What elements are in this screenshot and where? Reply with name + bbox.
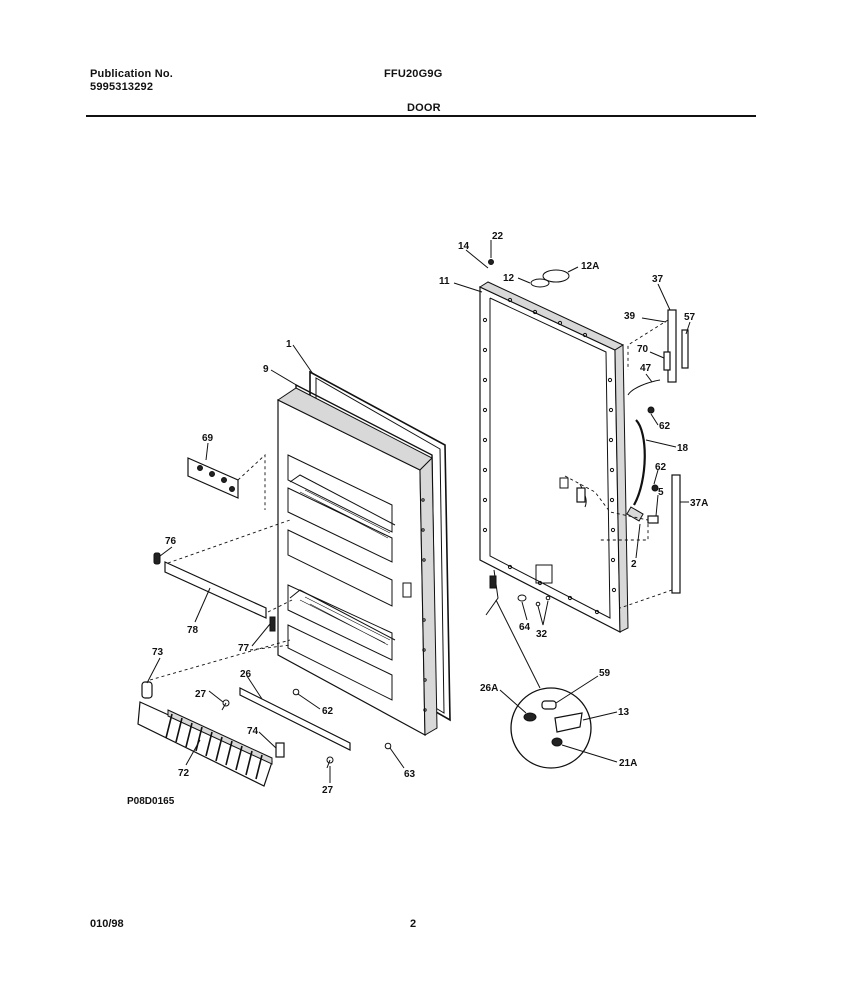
- part-12a-plate: [542, 269, 570, 283]
- callout-12: 12: [503, 273, 515, 284]
- callout-14: 14: [458, 241, 470, 252]
- part-18-handle: [633, 419, 646, 506]
- callout-73: 73: [152, 647, 164, 658]
- callout-39: 39: [624, 311, 636, 322]
- callout-27-a: 27: [195, 689, 207, 700]
- model-number: FFU20G9G: [384, 68, 443, 80]
- callout-70: 70: [637, 344, 649, 355]
- callout-12a: 12A: [581, 261, 599, 272]
- publication-number: 5995313292: [90, 81, 154, 93]
- callout-63: 63: [404, 769, 416, 780]
- part-12-plate: [530, 278, 550, 288]
- callout-32: 32: [536, 629, 548, 640]
- callout-26a: 26A: [480, 683, 498, 694]
- callout-78: 78: [187, 625, 199, 636]
- callout-22: 22: [492, 231, 504, 242]
- callout-1: 1: [286, 339, 292, 350]
- callout-37a: 37A: [690, 498, 708, 509]
- page-number: 2: [410, 918, 417, 930]
- callout-76: 76: [165, 536, 177, 547]
- part-37a-strip: [671, 474, 681, 594]
- door-screw-holes: [482, 297, 617, 615]
- part-5-lock: [626, 506, 644, 522]
- section-title: DOOR: [407, 102, 441, 114]
- footer-date: 010/98: [90, 918, 124, 930]
- part-26-rail: [239, 687, 351, 751]
- callout-62-b: 62: [659, 421, 671, 432]
- callout-26: 26: [240, 669, 252, 680]
- callout-62-c: 62: [655, 462, 667, 473]
- part-76-pin: [153, 552, 161, 565]
- callout-64: 64: [519, 622, 531, 633]
- callout-37: 37: [652, 274, 664, 285]
- callout-labels: 1 9 69 76 78 77 73 26 27 62 74 72 27 63 …: [127, 231, 708, 807]
- callout-47: 47: [640, 363, 652, 374]
- callout-72: 72: [178, 768, 190, 779]
- part-64-washer: [517, 594, 527, 602]
- part-74-clip: [275, 742, 285, 758]
- part-73-hinge: [141, 681, 153, 699]
- part-22-screw: [488, 259, 494, 265]
- callout-59: 59: [599, 668, 611, 679]
- callout-2: 2: [631, 559, 637, 570]
- drawing-id: P08D0165: [127, 796, 175, 807]
- outer-door-panel: [478, 281, 629, 633]
- callout-77: 77: [238, 643, 250, 654]
- part-47-wire: [627, 379, 661, 396]
- callout-18: 18: [677, 443, 689, 454]
- callout-21a: 21A: [619, 758, 637, 769]
- callout-11: 11: [439, 276, 450, 287]
- part-37-hinge: [627, 309, 689, 383]
- leader-lines: [146, 240, 691, 783]
- part-72-grille: [137, 701, 273, 787]
- liner-edge-holes: [421, 498, 427, 712]
- callout-69: 69: [202, 433, 214, 444]
- screws: [221, 688, 392, 769]
- part-2-cam: [647, 515, 659, 524]
- callout-74: 74: [247, 726, 259, 737]
- callout-27-b: 27: [322, 785, 334, 796]
- part-69-bracket: [187, 453, 266, 510]
- callout-57: 57: [684, 312, 696, 323]
- callout-62-a: 62: [322, 706, 334, 717]
- part-77-clip: [269, 616, 276, 632]
- hinge-detail-view: [495, 599, 592, 769]
- liner-shelves: [287, 454, 396, 701]
- header-rule: [86, 115, 756, 117]
- callout-9: 9: [263, 364, 269, 375]
- callout-5: 5: [658, 487, 664, 498]
- callout-13: 13: [618, 707, 630, 718]
- inner-door-liner: [277, 370, 451, 737]
- part-78-rail: [164, 561, 267, 619]
- publication-label: Publication No.: [90, 68, 174, 80]
